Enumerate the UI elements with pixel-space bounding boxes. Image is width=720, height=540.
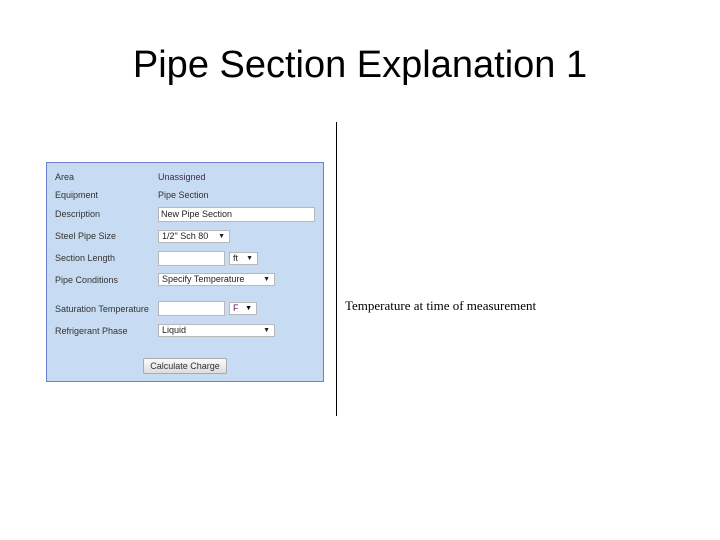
sat-temp-unit-value: F: [233, 303, 239, 313]
chevron-down-icon: ▼: [218, 233, 225, 240]
description-label: Description: [55, 209, 101, 219]
sat-temp-unit-select[interactable]: F▼: [229, 302, 257, 315]
description-input[interactable]: New Pipe Section: [158, 207, 315, 222]
length-label: Section Length: [55, 253, 116, 263]
pipe-size-label: Steel Pipe Size: [55, 231, 117, 241]
equipment-value: Pipe Section: [158, 190, 209, 200]
phase-label: Refrigerant Phase: [55, 326, 128, 336]
phase-value: Liquid: [162, 325, 187, 335]
length-unit-value: ft: [233, 253, 239, 263]
length-unit-select[interactable]: ft ▼: [229, 252, 258, 265]
divider: [336, 122, 337, 416]
conditions-value: Specify Temperature: [162, 274, 245, 284]
area-value: Unassigned: [158, 172, 206, 182]
conditions-label: Pipe Conditions: [55, 275, 119, 285]
conditions-select[interactable]: Specify Temperature ▼: [158, 273, 275, 286]
pipe-size-value: 1/2" Sch 80: [162, 231, 209, 241]
pipe-section-form: Area Unassigned Equipment Pipe Section D…: [46, 162, 324, 382]
slide-title: Pipe Section Explanation 1: [132, 44, 588, 86]
explanation-note: Temperature at time of measurement: [345, 298, 537, 313]
phase-select[interactable]: Liquid ▼: [158, 324, 275, 337]
chevron-down-icon: ▼: [246, 255, 253, 262]
area-label: Area: [55, 172, 75, 182]
calculate-charge-button[interactable]: Calculate Charge: [143, 358, 227, 374]
sat-temp-label: Saturation Temperature: [55, 304, 149, 314]
chevron-down-icon: ▼: [245, 305, 252, 312]
equipment-label: Equipment: [55, 190, 99, 200]
pipe-size-select[interactable]: 1/2" Sch 80 ▼: [158, 230, 230, 243]
length-input[interactable]: [158, 251, 225, 266]
chevron-down-icon: ▼: [263, 327, 270, 334]
sat-temp-input[interactable]: [158, 301, 225, 316]
chevron-down-icon: ▼: [263, 276, 270, 283]
